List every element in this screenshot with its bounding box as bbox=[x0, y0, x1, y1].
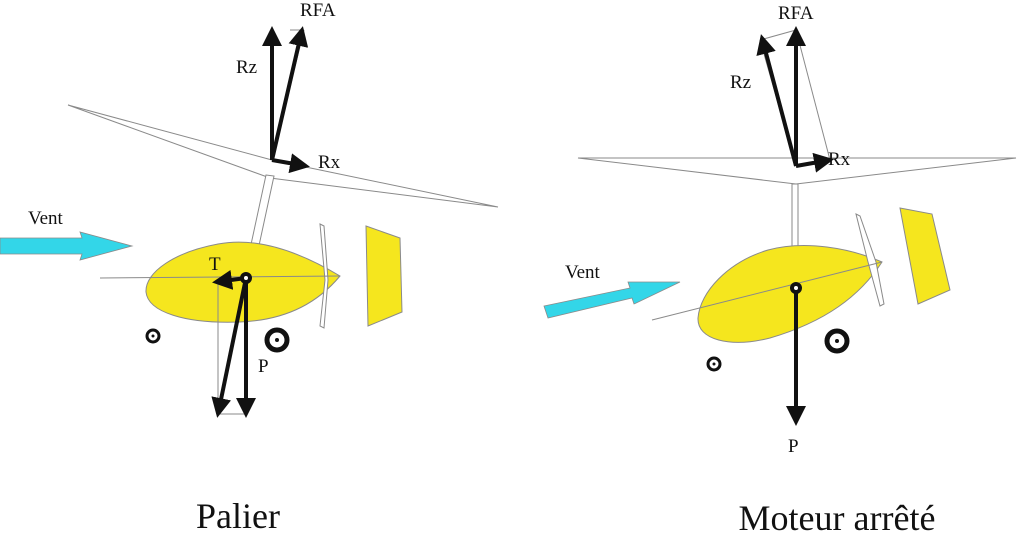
left-rfa-vector bbox=[270, 26, 309, 161]
right-center-of-gravity bbox=[790, 282, 802, 294]
right-wind-arrow bbox=[543, 281, 681, 319]
right-fuselage bbox=[697, 245, 883, 343]
right-caption: Moteur arrêté bbox=[739, 498, 936, 533]
left-front-wheel bbox=[145, 328, 161, 344]
right-construction-line-2 bbox=[759, 29, 797, 41]
left-tail-fin bbox=[365, 225, 403, 327]
left-main-wheel bbox=[264, 327, 290, 353]
right-label-p: P bbox=[788, 436, 799, 457]
right-tail-fin bbox=[899, 207, 951, 305]
left-rotor-disc bbox=[67, 104, 499, 208]
right-main-wheel bbox=[824, 328, 850, 354]
right-rx-vector bbox=[795, 152, 834, 173]
left-label-rx: Rx bbox=[318, 152, 341, 173]
right-propeller bbox=[855, 213, 885, 307]
right-fuselage-axis bbox=[651, 261, 883, 321]
left-caption: Palier bbox=[196, 496, 280, 533]
right-construction-line-3 bbox=[795, 29, 831, 161]
right-label-rx: Rx bbox=[828, 149, 851, 170]
right-label-rz: Rz bbox=[730, 72, 751, 93]
left-resultant-vector bbox=[211, 277, 248, 418]
right-label-rfa: RFA bbox=[778, 3, 814, 24]
left-rx-vector bbox=[271, 153, 310, 174]
left-label-wind: Vent bbox=[28, 208, 64, 229]
left-propeller bbox=[319, 223, 329, 329]
right-label-wind: Vent bbox=[565, 262, 601, 283]
left-label-t: T bbox=[209, 254, 221, 275]
right-rz-vector bbox=[756, 34, 798, 167]
left-wind-arrow bbox=[0, 231, 134, 261]
left-label-rz: Rz bbox=[236, 57, 257, 78]
left-center-of-gravity bbox=[240, 272, 252, 284]
left-panel: RFA Rz Rx Vent T P Palier bbox=[0, 0, 499, 533]
left-label-p: P bbox=[258, 356, 269, 377]
left-label-rfa: RFA bbox=[300, 0, 336, 21]
right-panel: RFA Rz Rx Vent P Moteur arrêté bbox=[543, 3, 1017, 533]
right-front-wheel bbox=[706, 356, 722, 372]
